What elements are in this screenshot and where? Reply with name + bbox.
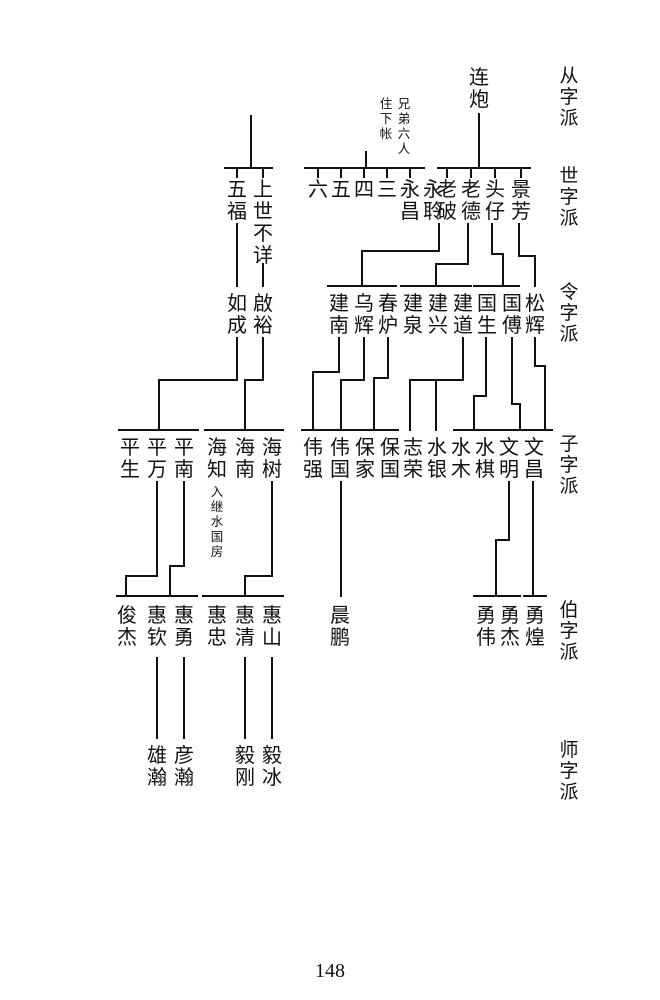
person-huizhong: 惠忠 bbox=[207, 603, 227, 649]
person-jiandao: 建道 bbox=[453, 291, 473, 337]
person-songhui: 松辉 bbox=[525, 291, 545, 337]
person-jiannan: 建南 bbox=[329, 291, 349, 337]
person-xionghan: 雄瀚 bbox=[147, 743, 167, 789]
person-chunlu: 春炉 bbox=[378, 291, 398, 337]
person-shuiyin: 水银 bbox=[427, 435, 447, 481]
person-jianxing: 建兴 bbox=[428, 291, 448, 337]
person-baojia: 保家 bbox=[355, 435, 375, 481]
generation-label-cong: 从字派 bbox=[559, 65, 579, 129]
person-shuiqi: 水棋 bbox=[475, 435, 495, 481]
person-yonghuang: 勇煌 bbox=[525, 603, 545, 649]
person-liu: 六 bbox=[308, 177, 328, 201]
person-yigang: 毅刚 bbox=[235, 743, 255, 789]
ancestor-name: 连炮 bbox=[469, 65, 489, 111]
person-chenpeng: 晨鹏 bbox=[330, 603, 350, 649]
person-guofu: 国傅 bbox=[502, 291, 522, 337]
person-jianquan: 建泉 bbox=[403, 291, 423, 337]
generation-label-shi2: 师字派 bbox=[559, 739, 579, 803]
person-junjie: 俊杰 bbox=[117, 603, 137, 649]
person-jingfang: 景芳 bbox=[511, 177, 531, 223]
person-wu: 五 bbox=[331, 177, 351, 201]
person-yanhan: 彦瀚 bbox=[174, 743, 194, 789]
generation-label-shi: 世字派 bbox=[559, 165, 579, 229]
person-yongling: 永聆 bbox=[423, 177, 443, 223]
note-siblings-count: 兄弟六人 bbox=[397, 96, 411, 156]
person-laopo: 老破 bbox=[437, 177, 457, 223]
note-adoption: 入继水国房 bbox=[210, 484, 224, 559]
person-wuhui: 乌辉 bbox=[354, 291, 374, 337]
person-san: 三 bbox=[377, 177, 397, 201]
person-wenchang: 文昌 bbox=[524, 435, 544, 481]
generation-label-bo: 伯字派 bbox=[559, 599, 579, 663]
person-huiyong: 惠勇 bbox=[174, 603, 194, 649]
person-touzai: 头仔 bbox=[485, 177, 505, 223]
person-yongwei: 勇伟 bbox=[476, 603, 496, 649]
person-huishan: 惠山 bbox=[262, 603, 282, 649]
person-laode: 老德 bbox=[461, 177, 481, 223]
person-baoguo: 保国 bbox=[380, 435, 400, 481]
person-haishu: 海树 bbox=[262, 435, 282, 481]
person-yongchang: 永昌 bbox=[400, 177, 420, 223]
person-pingwan: 平万 bbox=[147, 435, 167, 481]
person-hainan: 海南 bbox=[235, 435, 255, 481]
person-weiguo: 伟国 bbox=[330, 435, 350, 481]
person-shangshi-buxiang: 上世不详 bbox=[253, 177, 273, 267]
person-guosheng: 国生 bbox=[477, 291, 497, 337]
person-pingsheng: 平生 bbox=[120, 435, 140, 481]
person-shuimu: 水木 bbox=[451, 435, 471, 481]
person-huiqing: 惠清 bbox=[235, 603, 255, 649]
person-wufu: 五福 bbox=[227, 177, 247, 223]
person-yibing: 毅冰 bbox=[262, 743, 282, 789]
person-weiqiang: 伟强 bbox=[303, 435, 323, 481]
person-pingnan: 平南 bbox=[174, 435, 194, 481]
person-haizhi: 海知 bbox=[207, 435, 227, 481]
person-yongjie: 勇杰 bbox=[500, 603, 520, 649]
note-residence: 住下帐 bbox=[379, 96, 393, 141]
person-huiqin: 惠钦 bbox=[147, 603, 167, 649]
person-si: 四 bbox=[354, 177, 374, 201]
generation-label-zi: 子字派 bbox=[559, 433, 579, 497]
person-wenming: 文明 bbox=[499, 435, 519, 481]
person-rucheng: 如成 bbox=[227, 291, 247, 337]
generation-label-ling: 令字派 bbox=[559, 281, 579, 345]
page-number: 148 bbox=[315, 960, 345, 982]
person-zhirong: 志荣 bbox=[403, 435, 423, 481]
person-qiyu: 啟裕 bbox=[253, 291, 273, 337]
